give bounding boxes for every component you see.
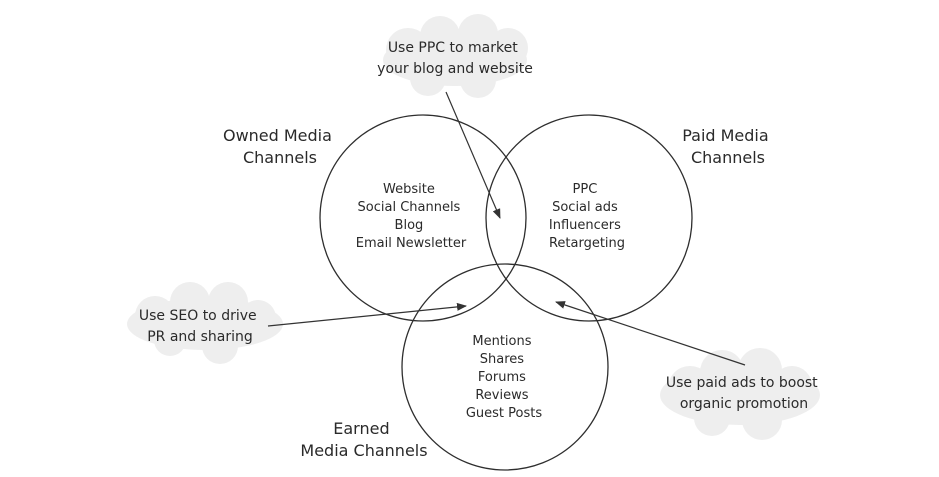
- earned-item: Mentions: [472, 334, 531, 349]
- earned-item: Reviews: [475, 388, 528, 403]
- ads-callout-line: Use paid ads to boost: [666, 375, 818, 391]
- cloud-ads-shape: [660, 348, 820, 440]
- ppc-arrow: [445, 91, 501, 219]
- paid-items: PPC Social ads Influencers Retargeting: [549, 182, 625, 251]
- paid-circle: [485, 114, 693, 322]
- paid-title-line: Paid Media: [682, 126, 768, 145]
- cloud-ppc-shape: [383, 14, 528, 98]
- owned-title: Owned Media Channels: [223, 126, 337, 167]
- seo-callout-line: PR and sharing: [147, 329, 253, 345]
- owned-circle: [319, 114, 527, 322]
- owned-title-line: Owned Media: [223, 126, 332, 145]
- owned-items: Website Social Channels Blog Email Newsl…: [356, 182, 467, 251]
- ppc-callout-line: your blog and website: [377, 61, 533, 77]
- ads-arrow: [555, 301, 746, 366]
- seo-arrow: [267, 302, 467, 327]
- earned-circle: [401, 263, 609, 471]
- ppc-callout-line: Use PPC to market: [388, 40, 518, 56]
- paid-item: Influencers: [549, 218, 621, 233]
- ads-callout: Use paid ads to boost organic promotion: [666, 375, 822, 412]
- paid-title: Paid Media Channels: [682, 126, 774, 167]
- paid-title-line: Channels: [691, 148, 765, 167]
- owned-item: Email Newsletter: [356, 236, 467, 251]
- seo-callout-line: Use SEO to drive: [139, 308, 257, 324]
- ads-callout-line: organic promotion: [680, 396, 808, 412]
- ppc-callout: Use PPC to market your blog and website: [377, 40, 533, 77]
- paid-item: Social ads: [552, 200, 618, 215]
- owned-title-line: Channels: [243, 148, 317, 167]
- owned-item: Social Channels: [358, 200, 461, 215]
- earned-title-line: Earned: [333, 419, 389, 438]
- earned-item: Guest Posts: [466, 406, 543, 421]
- earned-item: Forums: [478, 370, 526, 385]
- owned-item: Blog: [395, 218, 424, 233]
- paid-item: Retargeting: [549, 236, 625, 251]
- earned-items: Mentions Shares Forums Reviews Guest Pos…: [466, 334, 543, 421]
- earned-item: Shares: [480, 352, 525, 367]
- earned-title: Earned Media Channels: [300, 419, 427, 460]
- paid-item: PPC: [573, 182, 598, 197]
- seo-callout: Use SEO to drive PR and sharing: [139, 308, 261, 345]
- earned-title-line: Media Channels: [300, 441, 427, 460]
- owned-item: Website: [383, 182, 435, 197]
- cloud-seo-shape: [127, 282, 283, 364]
